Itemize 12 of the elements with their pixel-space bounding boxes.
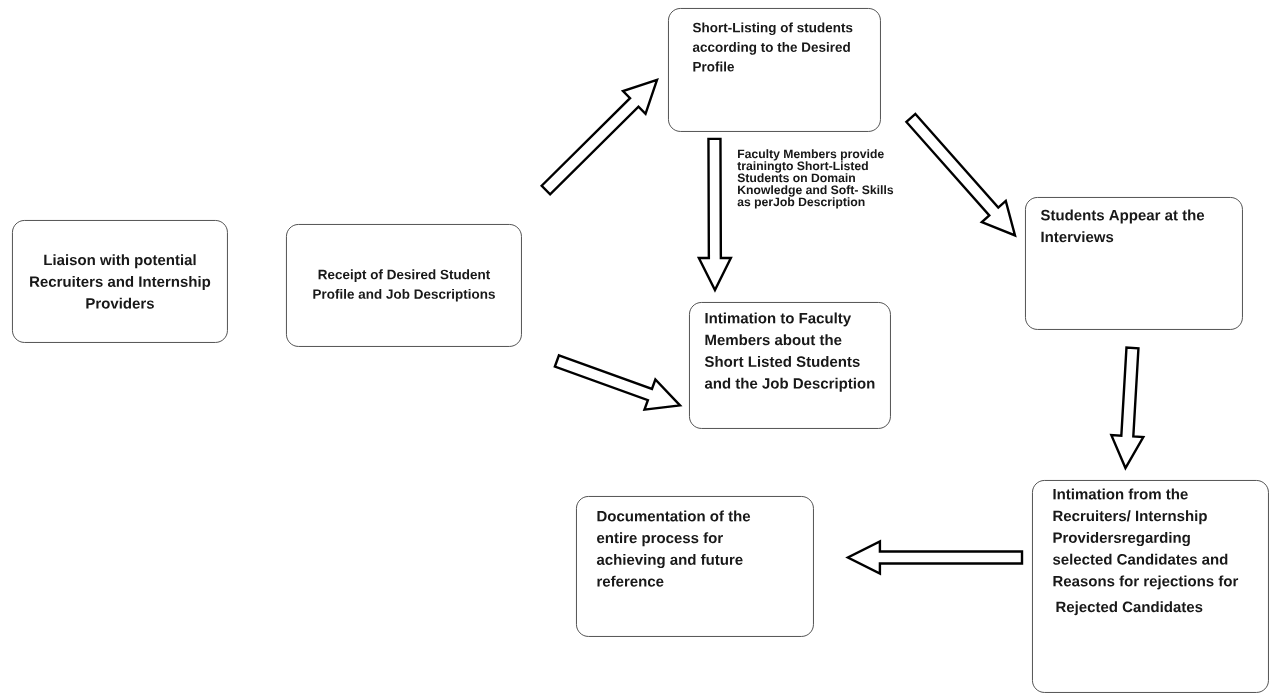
process-box: Intimation to Faculty Members about the Short Listed Students and the Job Description	[689, 302, 891, 429]
process-box: Students Appear at the Interviews	[1025, 197, 1243, 330]
edge-label: Faculty Members provide trainingto Short-Listed Students on Domain Knowledge and Soft- Skills as perJob Description	[736, 148, 904, 210]
process-box: Short-Listing of students according to the Desired Profile	[668, 8, 881, 132]
process-box: Receipt of Desired Student Profile and Job Descriptions	[286, 224, 522, 347]
process-box: Documentation of the entire process for achieving and future reference	[576, 496, 814, 637]
block-arrow	[696, 137, 733, 293]
process-box: Intimation from the Recruiters/ Internship Providersregarding selected Candidates and Reasons for rejections for Rejected Candidates	[1032, 480, 1269, 693]
block-arrow	[845, 539, 1024, 576]
process-box: Liaison with potential Recruiters and Internship Providers	[12, 220, 228, 343]
block-arrow	[1109, 346, 1146, 471]
block-arrow	[540, 78, 659, 196]
